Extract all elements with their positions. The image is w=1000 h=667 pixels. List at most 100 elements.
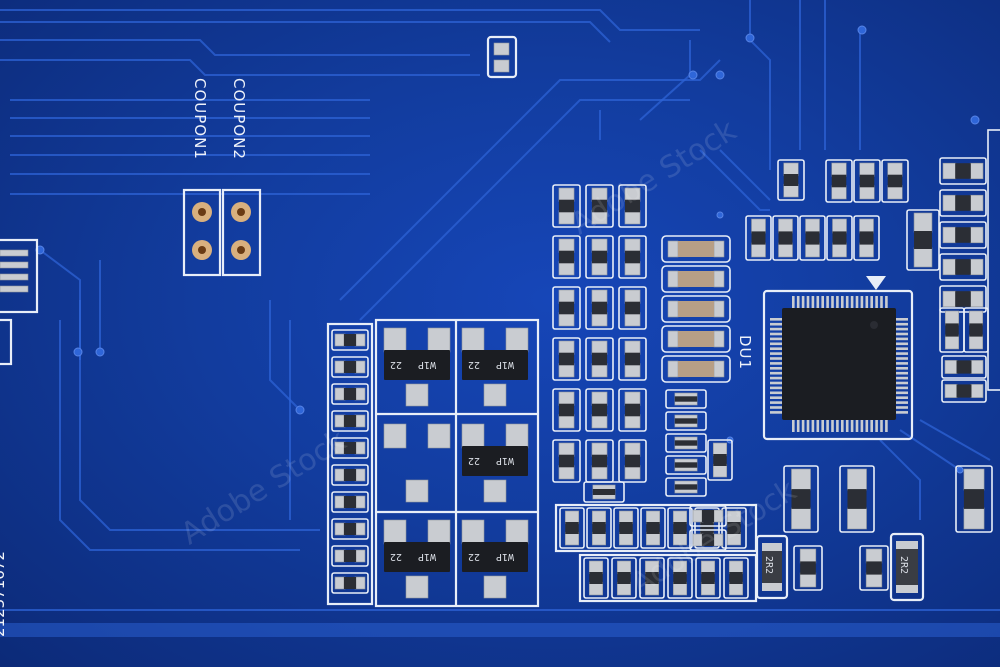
ic-pin bbox=[770, 322, 782, 326]
resistor-body bbox=[624, 199, 641, 213]
resistor-outline bbox=[552, 337, 581, 381]
ic-pin bbox=[796, 296, 800, 308]
copper-traces bbox=[0, 0, 1000, 637]
resistor-outline bbox=[665, 477, 707, 497]
resistor-body bbox=[624, 454, 641, 468]
ic-pin bbox=[816, 296, 820, 308]
resistor-body bbox=[558, 352, 575, 366]
resistor-body bbox=[751, 231, 766, 245]
resistor-outline bbox=[583, 557, 609, 599]
resistor-body bbox=[624, 250, 641, 264]
solder-pad bbox=[942, 258, 957, 276]
bottom-resistor-rows bbox=[554, 481, 758, 603]
resistor-body bbox=[343, 388, 357, 400]
solder-pad bbox=[713, 330, 725, 348]
ic-pin bbox=[885, 296, 888, 308]
ic-pin bbox=[770, 401, 782, 404]
solder-pad bbox=[558, 391, 575, 406]
capacitor-body bbox=[678, 361, 714, 377]
solder-pad bbox=[624, 391, 641, 406]
solder-pad bbox=[405, 575, 429, 599]
solder-pad bbox=[751, 218, 766, 234]
ic-body bbox=[782, 308, 896, 420]
resistor-outline bbox=[559, 507, 585, 549]
solder-pad bbox=[558, 414, 575, 429]
solder-pad bbox=[483, 575, 507, 599]
solder-pad bbox=[591, 340, 608, 355]
resistor-body bbox=[343, 577, 357, 589]
resistor-body bbox=[343, 523, 357, 535]
solder-pad bbox=[334, 333, 346, 347]
solder-pad bbox=[383, 519, 407, 545]
resistor-outline bbox=[331, 329, 369, 351]
solder-pad bbox=[944, 360, 958, 374]
solder-pad bbox=[334, 414, 346, 428]
resistor-body bbox=[727, 522, 741, 534]
ic-pin bbox=[836, 420, 839, 432]
solder-pad bbox=[354, 333, 366, 347]
resistor-outline bbox=[640, 507, 666, 549]
resistor-outline bbox=[707, 439, 733, 481]
solder-pad bbox=[558, 340, 575, 355]
capacitor-body bbox=[678, 301, 714, 317]
resistor-outline bbox=[331, 437, 369, 459]
ic-pin bbox=[836, 296, 839, 308]
resistor-body bbox=[859, 174, 875, 188]
resistor-outline bbox=[639, 557, 665, 599]
resistor-body bbox=[831, 174, 847, 188]
solder-pad bbox=[969, 290, 984, 308]
ic-pin bbox=[896, 357, 908, 360]
resistor-outline bbox=[618, 439, 647, 483]
transistor-body bbox=[384, 542, 450, 572]
solder-pad bbox=[692, 509, 704, 523]
solder-pad bbox=[618, 531, 634, 546]
resistor-outline bbox=[665, 411, 707, 431]
solder-pad bbox=[461, 327, 485, 353]
resistor-body bbox=[859, 231, 874, 245]
resistor-outline bbox=[941, 355, 987, 379]
ic-pin bbox=[865, 420, 869, 432]
solder-pad bbox=[713, 240, 725, 258]
transistor-marking: 22 bbox=[390, 551, 402, 562]
solder-pad bbox=[354, 387, 366, 401]
resistor-outline bbox=[331, 518, 369, 540]
solder-pad bbox=[805, 218, 820, 234]
solder-pad bbox=[832, 242, 847, 258]
solder-pad bbox=[859, 185, 875, 200]
resistor-outline bbox=[618, 388, 647, 432]
resistor-outline bbox=[552, 439, 581, 483]
resistor-body bbox=[673, 522, 687, 534]
resistor-outline bbox=[618, 235, 647, 279]
resistor-outline bbox=[552, 286, 581, 330]
ic-pin bbox=[770, 342, 782, 346]
solder-pad bbox=[865, 548, 883, 564]
ic-pin bbox=[896, 322, 908, 326]
solder-pad bbox=[354, 414, 366, 428]
resistor-body bbox=[832, 231, 847, 245]
resistor-body bbox=[558, 250, 575, 264]
solder-pad bbox=[799, 572, 817, 588]
ic-pin bbox=[896, 411, 908, 414]
ic-pin bbox=[896, 386, 908, 390]
resistor-column bbox=[326, 322, 374, 606]
resistor-outline bbox=[613, 507, 639, 549]
solder-pad bbox=[461, 423, 485, 449]
ic-pin bbox=[770, 357, 782, 360]
resistor-outline bbox=[611, 557, 637, 599]
solder-pad bbox=[783, 162, 799, 177]
capacitor-outline bbox=[661, 325, 731, 353]
solder-pad bbox=[963, 507, 985, 530]
solder-pad bbox=[887, 185, 903, 200]
solder-pad bbox=[558, 238, 575, 253]
resistor-outline bbox=[552, 235, 581, 279]
transistor-marking: 22 bbox=[468, 359, 480, 370]
solder-pad bbox=[354, 522, 366, 536]
solder-pad bbox=[624, 238, 641, 253]
resistor-body bbox=[558, 454, 575, 468]
ic-pin bbox=[792, 420, 795, 432]
resistor-body bbox=[674, 440, 698, 446]
ic-pin bbox=[896, 396, 908, 399]
solder-pad bbox=[751, 242, 766, 258]
solder-pad bbox=[942, 162, 957, 180]
solder-pad bbox=[624, 289, 641, 304]
